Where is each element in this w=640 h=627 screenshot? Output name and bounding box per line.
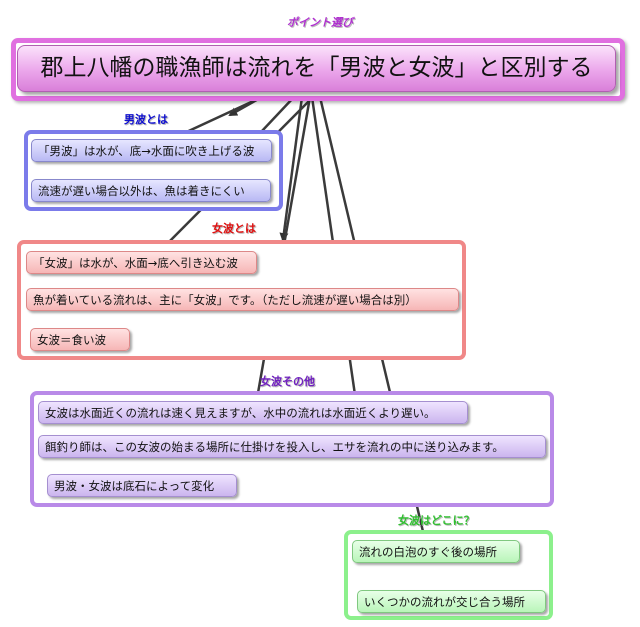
otokonami-label: 男波とは [124,113,168,126]
otokonami-item-2: 流速が遅い場合以外は、魚は着きにくい [31,179,271,202]
onnanami-sonota-label: 女波その他 [260,375,315,388]
main-node: 郡上八幡の職漁師は流れを「男波と女波」と区別する [17,45,616,92]
onnanami-item-2: 魚が着いている流れは、主に「女波」です。（ただし流速が遅い場合は別） [26,288,459,311]
onnanami-sonota-item-2: 餌釣り師は、この女波の始まる場所に仕掛けを投入し、エサを流れの中に送り込みます。 [38,435,546,458]
onnanami-item-3: 女波＝食い波 [30,328,130,351]
onnanami-doko-item-2: いくつかの流れが交じ合う場所 [357,590,546,613]
arrow-to-onnanami-label [279,96,304,242]
onnanami-label: 女波とは [212,222,256,235]
otokonami-item-1: 「男波」は水が、底→水面に吹き上げる波 [31,139,272,162]
onnanami-sonota-item-3: 男波・女波は底石によって変化 [47,474,237,497]
onnanami-doko-label: 女波はどこに？ [398,514,475,527]
onnanami-item-1: 「女波」は水が、水面→底へ引き込む波 [26,251,257,274]
onnanami-doko-item-1: 流れの白泡のすぐ後の場所 [352,540,520,563]
onnanami-sonota-item-1: 女波は水面近くの流れは速く見えますが、水中の流れは水面近くより遅い。 [38,401,468,424]
title-label: ポイント選び [287,16,353,29]
